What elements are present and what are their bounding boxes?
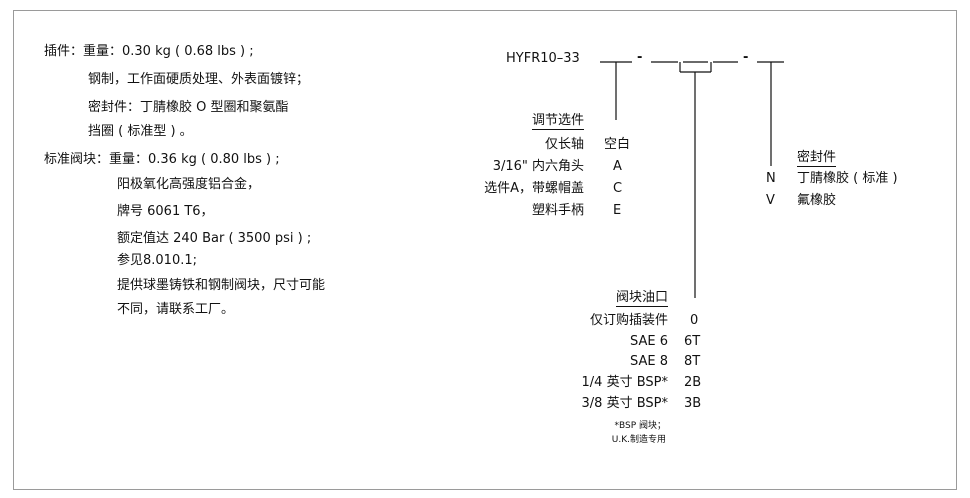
seal-code-0: N xyxy=(766,171,776,186)
port-label-4: 3/8 英寸 BSP* xyxy=(581,396,668,411)
port-label-0: 仅订购插装件 xyxy=(589,313,668,328)
seal-code-1: V xyxy=(766,193,775,208)
adjust-label-0: 仅长轴 xyxy=(544,137,584,152)
spec-line-rating: 额定值达 240 Bar ( 3500 psi ) ; xyxy=(117,231,312,246)
port-code-4: 3B xyxy=(684,396,702,411)
port-code-0: 0 xyxy=(690,313,699,328)
port-code-3: 2B xyxy=(684,375,702,390)
adjust-label-1: 3/16" 内六角头 xyxy=(492,159,584,174)
adjust-code-1: A xyxy=(613,159,622,174)
adjust-code-3: E xyxy=(613,203,622,218)
port-label-1: SAE 6 xyxy=(629,334,668,349)
port-note-uk: U.K.制造专用 xyxy=(611,435,666,445)
spec-line-weight: 插件：重量：0.30 kg ( 0.68 lbs ) ; xyxy=(44,44,254,59)
adjust-label-3: 塑料手柄 xyxy=(531,203,584,218)
port-code-2: 8T xyxy=(684,354,701,369)
spec-line-aluminum: 阳极氧化高强度铝合金， xyxy=(117,177,261,192)
content-frame xyxy=(13,10,957,490)
port-title: 阀块油口 xyxy=(615,290,668,307)
adjust-code-2: C xyxy=(613,181,623,196)
spec-line-options: 提供球墨铸铁和钢制阀块，尺寸可能 xyxy=(117,278,326,293)
port-code-1: 6T xyxy=(684,334,701,349)
adjust-title: 调节选件 xyxy=(531,113,584,130)
seal-label-1: 氟橡胶 xyxy=(797,193,837,208)
spec-line-backup-ring: 挡圈 ( 标准型 ) 。 xyxy=(88,124,193,139)
model-code: HYFR10–33 xyxy=(506,51,580,66)
spec-line-seals: 密封件：丁腈橡胶 O 型圈和聚氨酯 xyxy=(88,100,289,115)
model-dash-1: - xyxy=(637,50,643,65)
adjust-code-0: 空白 xyxy=(604,137,631,152)
spec-line-grade: 牌号 6061 T6， xyxy=(117,204,214,219)
spec-line-reference: 参见8.010.1; xyxy=(117,253,197,268)
spec-line-contact: 不同，请联系工厂。 xyxy=(117,302,235,317)
port-label-2: SAE 8 xyxy=(629,354,668,369)
port-label-3: 1/4 英寸 BSP* xyxy=(581,375,668,390)
port-note-bsp: *BSP 阀块； xyxy=(614,421,666,431)
seal-title: 密封件 xyxy=(797,150,837,167)
model-dash-2: - xyxy=(743,50,749,65)
spec-line-material: 钢制，工作面硬质处理、外表面镀锌； xyxy=(88,72,310,87)
seal-label-0: 丁腈橡胶 ( 标准 ) xyxy=(797,171,898,186)
adjust-label-2: 选件A，带螺帽盖 xyxy=(484,181,584,196)
spec-line-block-weight: 标准阀块：重量：0.36 kg ( 0.80 lbs ) ; xyxy=(44,152,280,167)
